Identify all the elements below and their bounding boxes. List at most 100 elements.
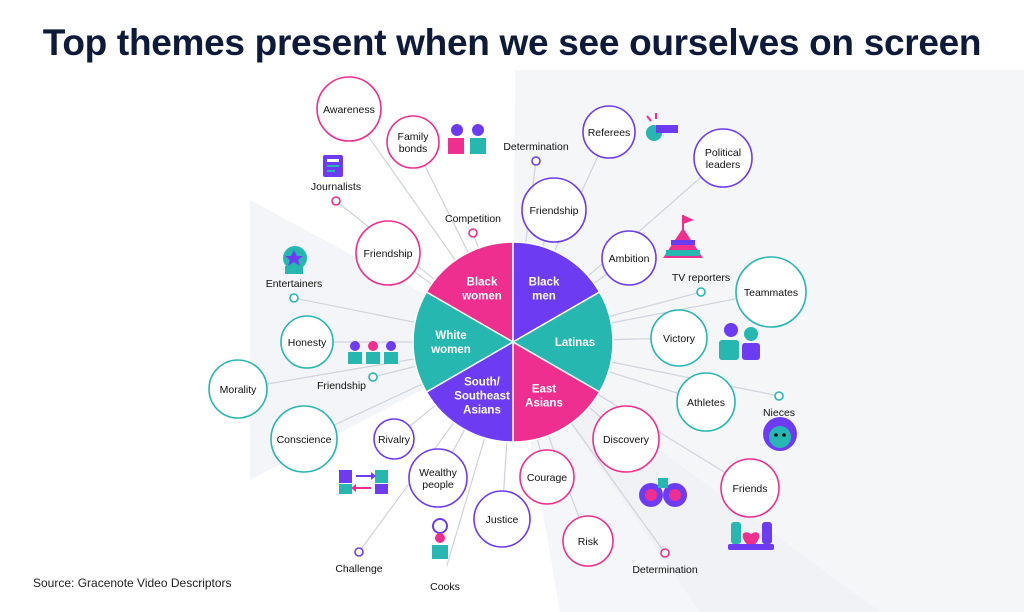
theme-friendship-node: Friendship	[521, 177, 587, 243]
connector-line	[297, 298, 416, 323]
connector-line	[570, 422, 664, 551]
connector-line	[413, 271, 432, 285]
theme-nieces-node: Nieces	[763, 391, 795, 419]
theme-tv-reporters-node: TV reporters	[672, 272, 730, 297]
theme-tv-reporters-label: TV reporters	[672, 272, 730, 284]
binoculars-icon	[639, 478, 687, 507]
theme-referees-label: Referees	[588, 127, 631, 139]
pie-slice-ssa	[425, 340, 514, 443]
theme-discovery-node: Discovery	[592, 405, 660, 473]
connector-line	[360, 422, 455, 550]
source-note: Source: Gracenote Video Descriptors	[33, 576, 232, 590]
theme-ambition-node: Ambition	[601, 230, 657, 286]
theme-determination-label: Determination	[503, 141, 569, 153]
niece-icon	[763, 417, 797, 451]
theme-cooks-node: Cooks	[430, 581, 460, 593]
theme-competition-node: Competition	[445, 213, 501, 238]
connector-line	[366, 134, 456, 261]
connector-line	[542, 240, 546, 247]
theme-victory-label: Victory	[663, 333, 696, 345]
theme-victory-node: Victory	[650, 309, 708, 367]
connector-line	[588, 406, 602, 418]
connector-line	[593, 273, 608, 284]
pie-slice-ww	[412, 290, 515, 394]
theme-conscience-label: Conscience	[277, 434, 332, 446]
theme-morality-node: Morality	[208, 359, 268, 419]
theme-challenge-node: Challenge	[335, 547, 383, 575]
pie-label-la: Latinas	[555, 337, 595, 349]
icons	[283, 113, 797, 559]
connector-line	[503, 441, 508, 492]
exchange-icon	[339, 470, 388, 494]
theme-courage-node: Courage	[519, 449, 575, 505]
connector-line	[612, 338, 652, 341]
theme-discovery-label: Discovery	[603, 434, 650, 446]
pie-slice-la	[511, 290, 614, 394]
theme-ambition-label: Ambition	[609, 253, 650, 265]
pie-slice-bw	[425, 241, 514, 344]
newspaper-icon	[323, 155, 343, 177]
connector-line	[473, 236, 480, 249]
theme-friends-label: Friends	[732, 483, 767, 495]
theme-friendship-node: Friendship	[317, 372, 378, 392]
theme-conscience-node: Conscience	[270, 405, 338, 473]
entertainer-icon	[283, 246, 307, 274]
theme-determination-node: Determination	[632, 548, 698, 576]
chart-title: Top themes present when we see ourselves…	[42, 22, 982, 63]
theme-entertainers-label: Entertainers	[266, 278, 323, 290]
teammates-icon	[719, 323, 760, 360]
theme-rivalry-node: Rivalry	[373, 418, 415, 460]
theme-friendship-label: Friendship	[363, 248, 412, 260]
family-icon	[448, 124, 486, 154]
connector-line	[451, 429, 466, 453]
whistle-icon	[646, 113, 678, 141]
connector-line	[409, 404, 436, 427]
theme-entertainers-node: Entertainers	[266, 278, 323, 303]
theme-friends-node: Friends	[720, 458, 780, 518]
theme-nieces-label: Nieces	[763, 407, 795, 419]
connector-line	[333, 383, 423, 426]
pie-slice-ea	[512, 340, 601, 443]
theme-risk-label: Risk	[578, 536, 599, 548]
theme-athletes-node: Athletes	[676, 372, 736, 432]
group-icon	[348, 341, 398, 364]
theme-challenge-label: Challenge	[335, 563, 382, 575]
theme-morality-label: Morality	[220, 384, 258, 396]
background-shading	[250, 70, 1024, 612]
theme-journalists-label: Journalists	[311, 181, 361, 193]
theme-friendship-label: Friendship	[529, 205, 578, 217]
theme-determination-node: Determination	[503, 141, 569, 166]
connector-line	[536, 438, 541, 451]
theme-risk-node: Risk	[562, 515, 614, 567]
theme-honesty-label: Honesty	[288, 337, 327, 349]
theme-rivalry-label: Rivalry	[378, 434, 411, 446]
hands-heart-icon	[728, 522, 774, 550]
connector-line	[609, 292, 698, 317]
theme-cooks-label: Cooks	[430, 581, 460, 593]
theme-referees-node: Referees	[582, 105, 636, 159]
theme-determination-label: Determination	[632, 564, 698, 576]
theme-justice-node: Justice	[473, 490, 531, 548]
theme-justice-label: Justice	[486, 514, 519, 526]
theme-honesty-node: Honesty	[280, 315, 334, 369]
chef-icon	[432, 518, 448, 559]
theme-friendship-label: Friendship	[317, 380, 366, 392]
connector-line	[376, 365, 417, 377]
connector-line	[424, 164, 469, 253]
theme-teammates-label: Teammates	[744, 287, 798, 299]
theme-athletes-label: Athletes	[687, 397, 725, 409]
connector-line	[608, 371, 679, 394]
connector-line	[446, 437, 486, 567]
theme-competition-label: Competition	[445, 213, 501, 225]
